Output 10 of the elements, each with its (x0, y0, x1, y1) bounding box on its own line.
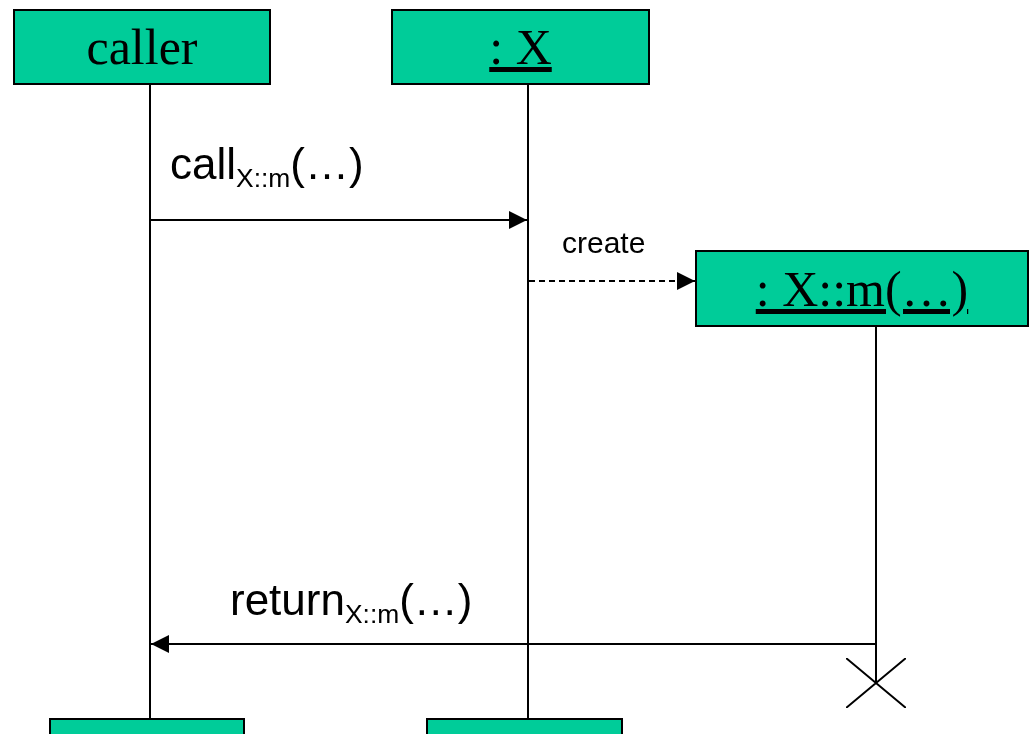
object-box: : X (391, 9, 650, 85)
message-arrow (150, 211, 528, 229)
lifeline (875, 327, 877, 684)
object-box: caller (13, 9, 271, 85)
message-arrow (150, 635, 876, 653)
object-box: : X::m(…) (695, 250, 1029, 327)
message-arrow (528, 272, 696, 290)
lifeline (149, 85, 151, 718)
destruction-cross (846, 658, 906, 708)
lifeline (527, 85, 529, 718)
